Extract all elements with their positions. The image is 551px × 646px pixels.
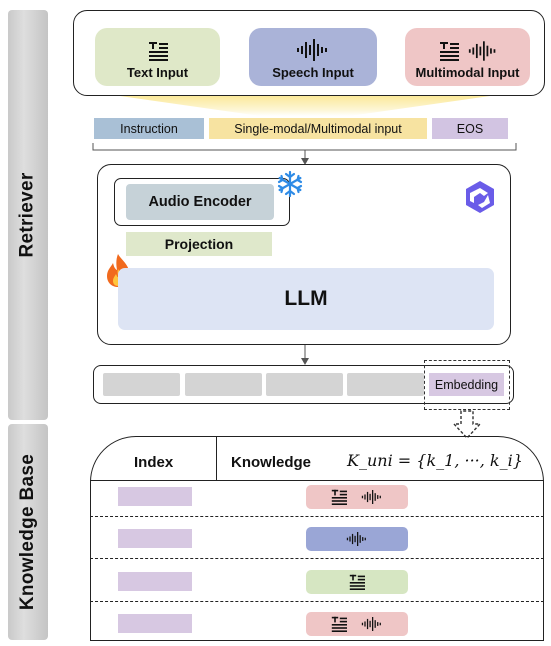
text-input-label: Text Input xyxy=(126,65,189,80)
embedding-slot xyxy=(185,373,262,396)
waveform-icon xyxy=(361,490,381,504)
knowledge-header-label: Knowledge xyxy=(231,454,312,471)
embedding-highlight xyxy=(424,360,510,410)
text-icon xyxy=(331,489,347,505)
embedding-arrow-icon xyxy=(452,410,482,440)
knowledge-header: Knowledge xyxy=(231,454,311,471)
audio-encoder-label: Audio Encoder xyxy=(148,194,252,210)
instruction-token: Instruction xyxy=(94,118,204,139)
eos-label: EOS xyxy=(456,121,484,136)
input-token: Single-modal/Multimodal input xyxy=(209,118,427,139)
model-container xyxy=(97,164,511,345)
inputs-container xyxy=(73,10,545,96)
input-token-label: Single-modal/Multimodal input xyxy=(234,121,402,136)
table-column-divider xyxy=(216,437,217,481)
table-header-divider xyxy=(90,480,544,481)
speech-input-card: Speech Input xyxy=(249,28,377,86)
embedding-label: Embedding xyxy=(434,377,499,392)
knowledge-table xyxy=(90,436,544,641)
text-and-waveform-icon xyxy=(438,41,498,61)
index-cell xyxy=(118,487,192,506)
index-cell xyxy=(118,572,192,591)
instruction-label: Instruction xyxy=(120,121,178,136)
row-divider xyxy=(90,516,544,517)
waveform-icon xyxy=(346,532,366,546)
embedding-slot xyxy=(347,373,424,396)
knowledge-cell-speech xyxy=(306,527,408,551)
projection-block: Projection xyxy=(126,232,272,256)
eos-token: EOS xyxy=(432,118,508,139)
embedding-token: Embedding xyxy=(429,373,504,396)
knowledge-cell-multimodal xyxy=(306,485,408,509)
row-divider xyxy=(90,558,544,559)
audio-encoder-outline xyxy=(114,178,290,226)
projection-label: Projection xyxy=(164,236,234,252)
knowledge-base-side-label: Knowledge Base xyxy=(8,424,48,640)
knowledge-formula: K_uni = {k_1, ···, k_i} xyxy=(347,451,523,470)
knowledge-formula-text: K_uni = {k_1, ···, k_i} xyxy=(347,451,523,470)
index-header: Index xyxy=(134,454,173,471)
row-divider xyxy=(90,601,544,602)
audio-encoder-block: Audio Encoder xyxy=(126,184,274,220)
index-cell xyxy=(118,614,192,633)
embedding-slot xyxy=(266,373,343,396)
knowledge-cell-multimodal xyxy=(306,612,408,636)
snowflake-icon xyxy=(277,170,303,198)
llm-label: LLM xyxy=(284,287,328,310)
retriever-side-label: Retriever xyxy=(8,10,48,420)
multimodal-input-label: Multimodal Input xyxy=(415,65,520,80)
qwen-logo-icon xyxy=(466,181,494,213)
speech-input-label: Speech Input xyxy=(272,65,354,80)
text-icon xyxy=(331,616,347,632)
embedding-container xyxy=(93,365,514,404)
text-input-card: Text Input xyxy=(95,28,220,86)
embedding-slot xyxy=(103,373,180,396)
knowledge-cell-text xyxy=(306,570,408,594)
index-header-label: Index xyxy=(134,454,174,471)
text-icon xyxy=(349,574,365,590)
multimodal-input-card: Multimodal Input xyxy=(405,28,530,86)
text-icon xyxy=(148,42,168,61)
llm-block: LLM xyxy=(118,268,494,330)
waveform-icon xyxy=(361,617,381,631)
waveform-icon xyxy=(297,39,327,61)
index-cell xyxy=(118,529,192,548)
